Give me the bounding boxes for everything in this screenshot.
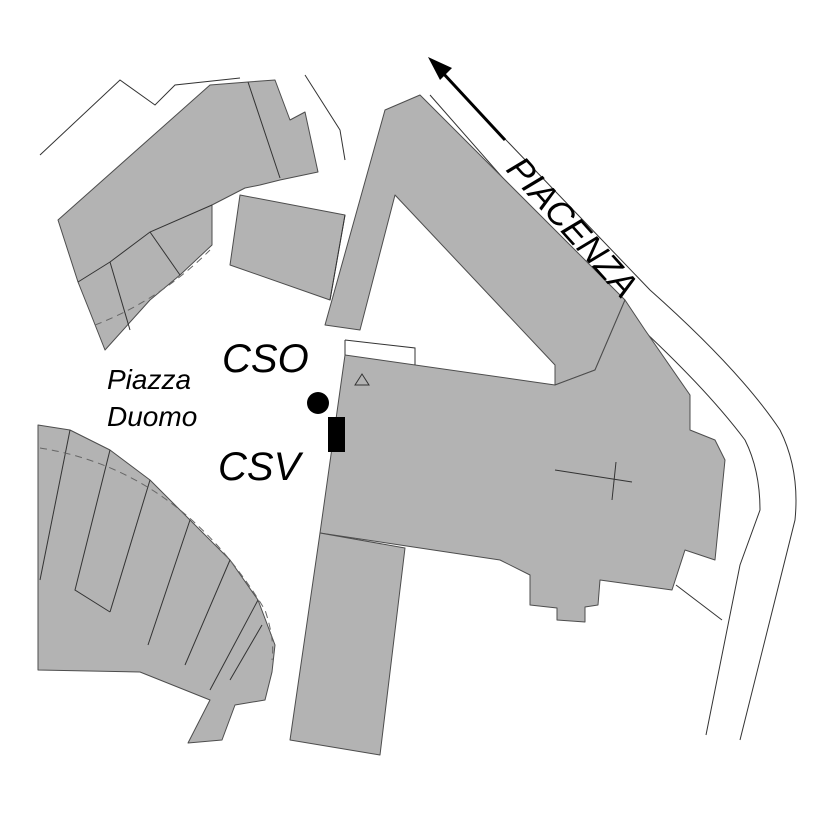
square-label-line1: Piazza [107, 364, 191, 395]
filled-circle-icon [307, 392, 329, 414]
building-southwest [37, 424, 276, 744]
triangle-icon [354, 373, 370, 386]
arrow-left-up-icon [428, 57, 507, 142]
building-north-small [229, 194, 346, 301]
cross-icon [554, 461, 633, 501]
building-northwest [57, 79, 319, 351]
marker-label-csv: CSV [218, 445, 304, 489]
building-cathedral [319, 299, 726, 623]
marker-label-cso: CSO [222, 337, 309, 381]
square-label-line2: Duomo [107, 401, 197, 432]
filled-rectangle-icon [328, 417, 345, 452]
building-south [289, 532, 406, 756]
